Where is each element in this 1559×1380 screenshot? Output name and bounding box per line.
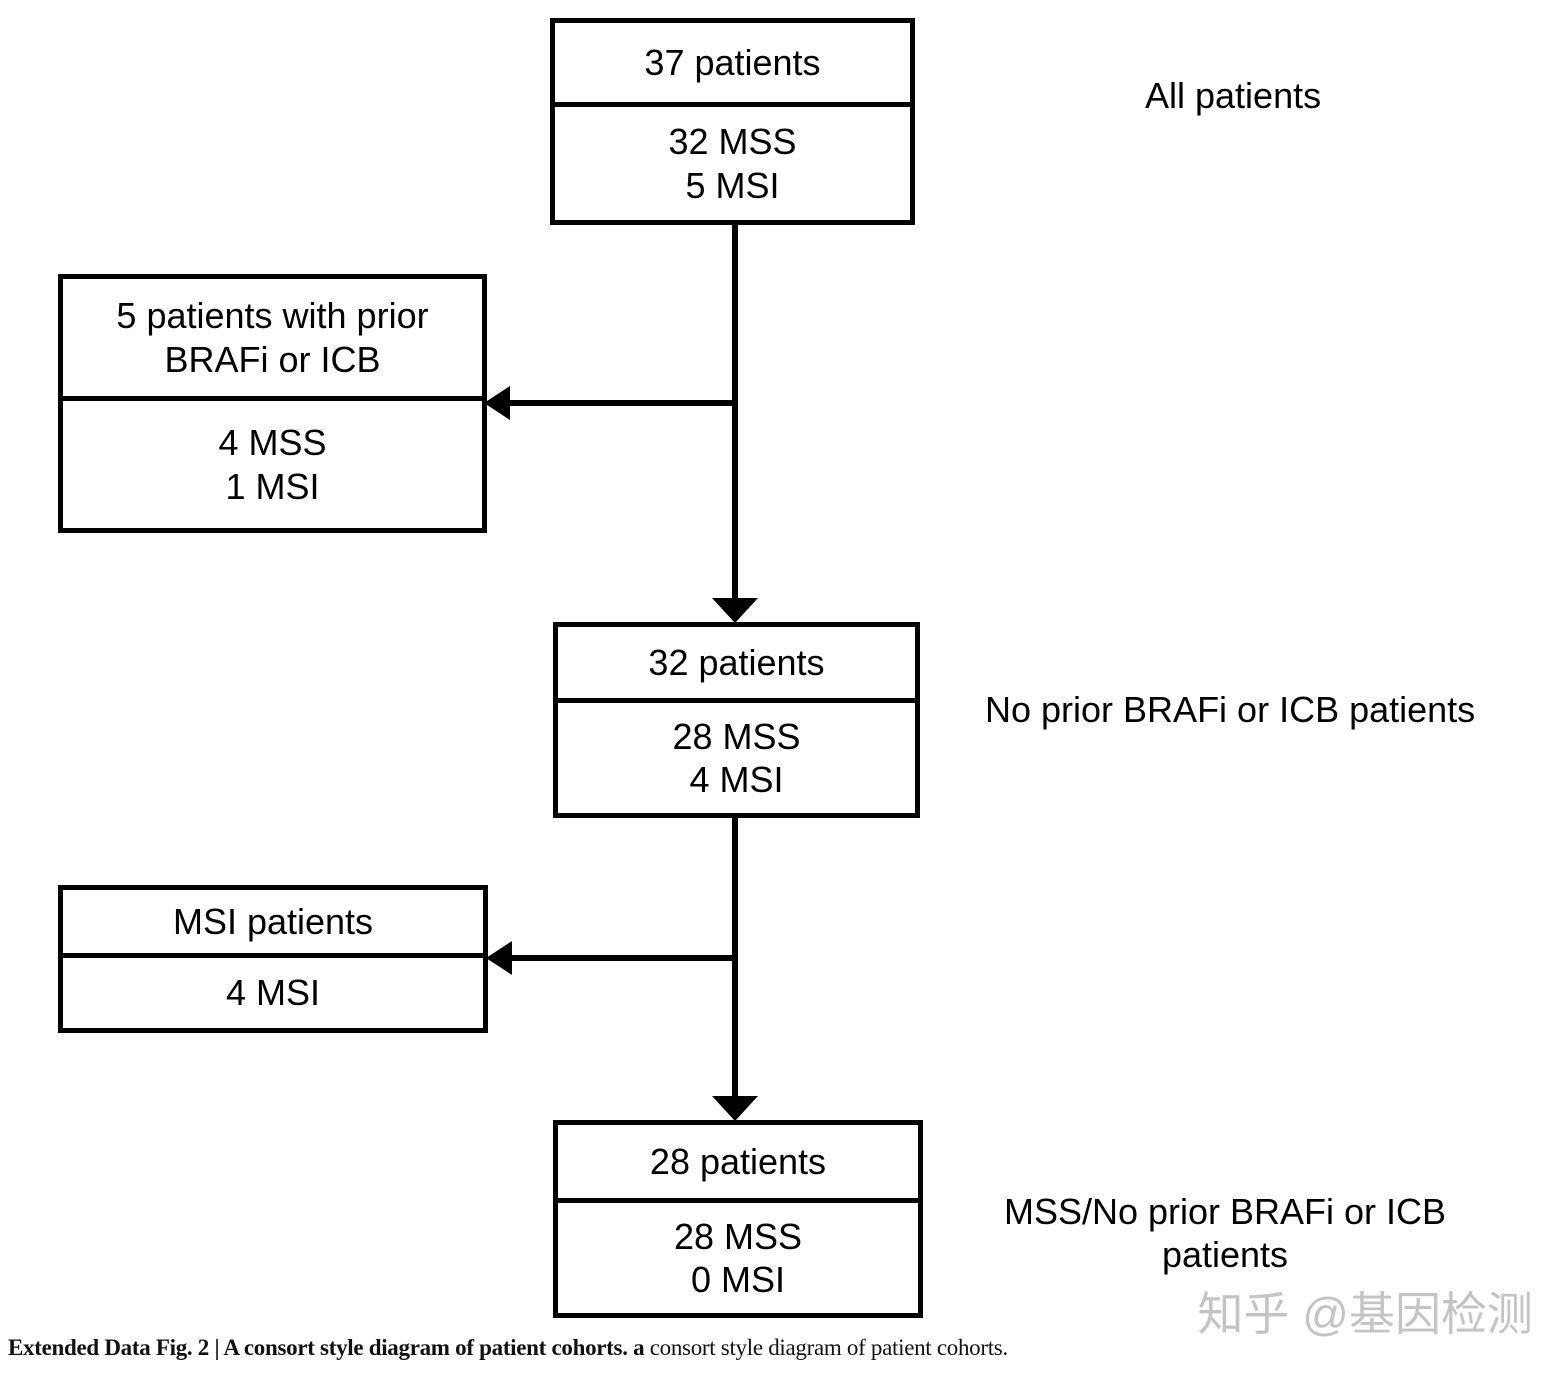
box-all-patients-body: 32 MSS 5 MSI <box>555 107 910 220</box>
figure-caption-bold: Extended Data Fig. 2 | A consort style d… <box>8 1335 645 1360</box>
figure-caption-regular: consort style diagram of patient cohorts… <box>644 1335 1008 1360</box>
box-prior-msi-count: 1 MSI <box>225 465 320 507</box>
box-all-patients-mss-count: 32 MSS <box>668 121 797 163</box>
box-mss-no-prior-body: 28 MSS 0 MSI <box>558 1203 918 1313</box>
arrow-down-icon <box>712 1096 758 1121</box>
connector-no-prior-to-mss <box>732 818 738 1096</box>
box-mss-no-prior: 28 patients 28 MSS 0 MSI <box>553 1120 923 1318</box>
box-prior-title-line1: 5 patients with prior <box>116 295 429 337</box>
box-mss-mss-count: 28 MSS <box>673 1215 803 1257</box>
arrow-left-icon <box>484 386 510 420</box>
box-msi-patients-title-text: MSI patients <box>172 900 374 942</box>
box-no-prior-title: 32 patients <box>558 627 915 703</box>
box-no-prior-msi-count: 4 MSI <box>689 759 784 800</box>
label-no-prior-brafi-icb: No prior BRAFi or ICB patients <box>985 689 1476 730</box>
box-all-patients: 37 patients 32 MSS 5 MSI <box>550 18 915 225</box>
box-no-prior-body: 28 MSS 4 MSI <box>558 703 915 813</box>
box-mss-msi-count: 0 MSI <box>690 1259 786 1300</box>
box-all-patients-title: 37 patients <box>555 23 910 107</box>
zhihu-watermark: 知乎 @基因检测 <box>1197 1288 1533 1340</box>
connector-branch-to-msi <box>510 955 735 961</box>
arrow-left-icon <box>486 941 512 975</box>
label-all-patients: All patients <box>1145 75 1322 116</box>
label-mss-no-prior: MSS/No prior BRAFi or ICB patients <box>1003 1191 1447 1276</box>
box-msi-count: 4 MSI <box>225 972 321 1014</box>
connector-all-to-no-prior <box>732 225 738 599</box>
box-all-patients-title-text: 37 patients <box>644 41 821 83</box>
box-no-prior-title-text: 32 patients <box>648 641 825 683</box>
box-prior-brafi-icb: 5 patients with prior BRAFi or ICB 4 MSS… <box>58 274 487 533</box>
box-msi-patients: MSI patients 4 MSI <box>58 885 488 1033</box>
figure-caption: Extended Data Fig. 2 | A consort style d… <box>8 1334 1188 1363</box>
box-mss-no-prior-title-text: 28 patients <box>649 1140 827 1182</box>
box-no-prior-mss-count: 28 MSS <box>672 715 801 757</box>
box-all-patients-msi-count: 5 MSI <box>685 164 780 206</box>
box-msi-patients-title: MSI patients <box>63 890 483 958</box>
box-msi-patients-body: 4 MSI <box>63 958 483 1028</box>
box-prior-brafi-icb-body: 4 MSS 1 MSI <box>63 401 482 528</box>
box-prior-title-line2: BRAFi or ICB <box>164 338 381 380</box>
connector-branch-to-prior <box>508 400 735 406</box>
arrow-down-icon <box>712 598 758 623</box>
box-mss-no-prior-title: 28 patients <box>558 1125 918 1203</box>
box-prior-brafi-icb-title: 5 patients with prior BRAFi or ICB <box>63 279 482 401</box>
box-no-prior-brafi-icb: 32 patients 28 MSS 4 MSI <box>553 622 920 818</box>
box-prior-mss-count: 4 MSS <box>218 422 327 464</box>
